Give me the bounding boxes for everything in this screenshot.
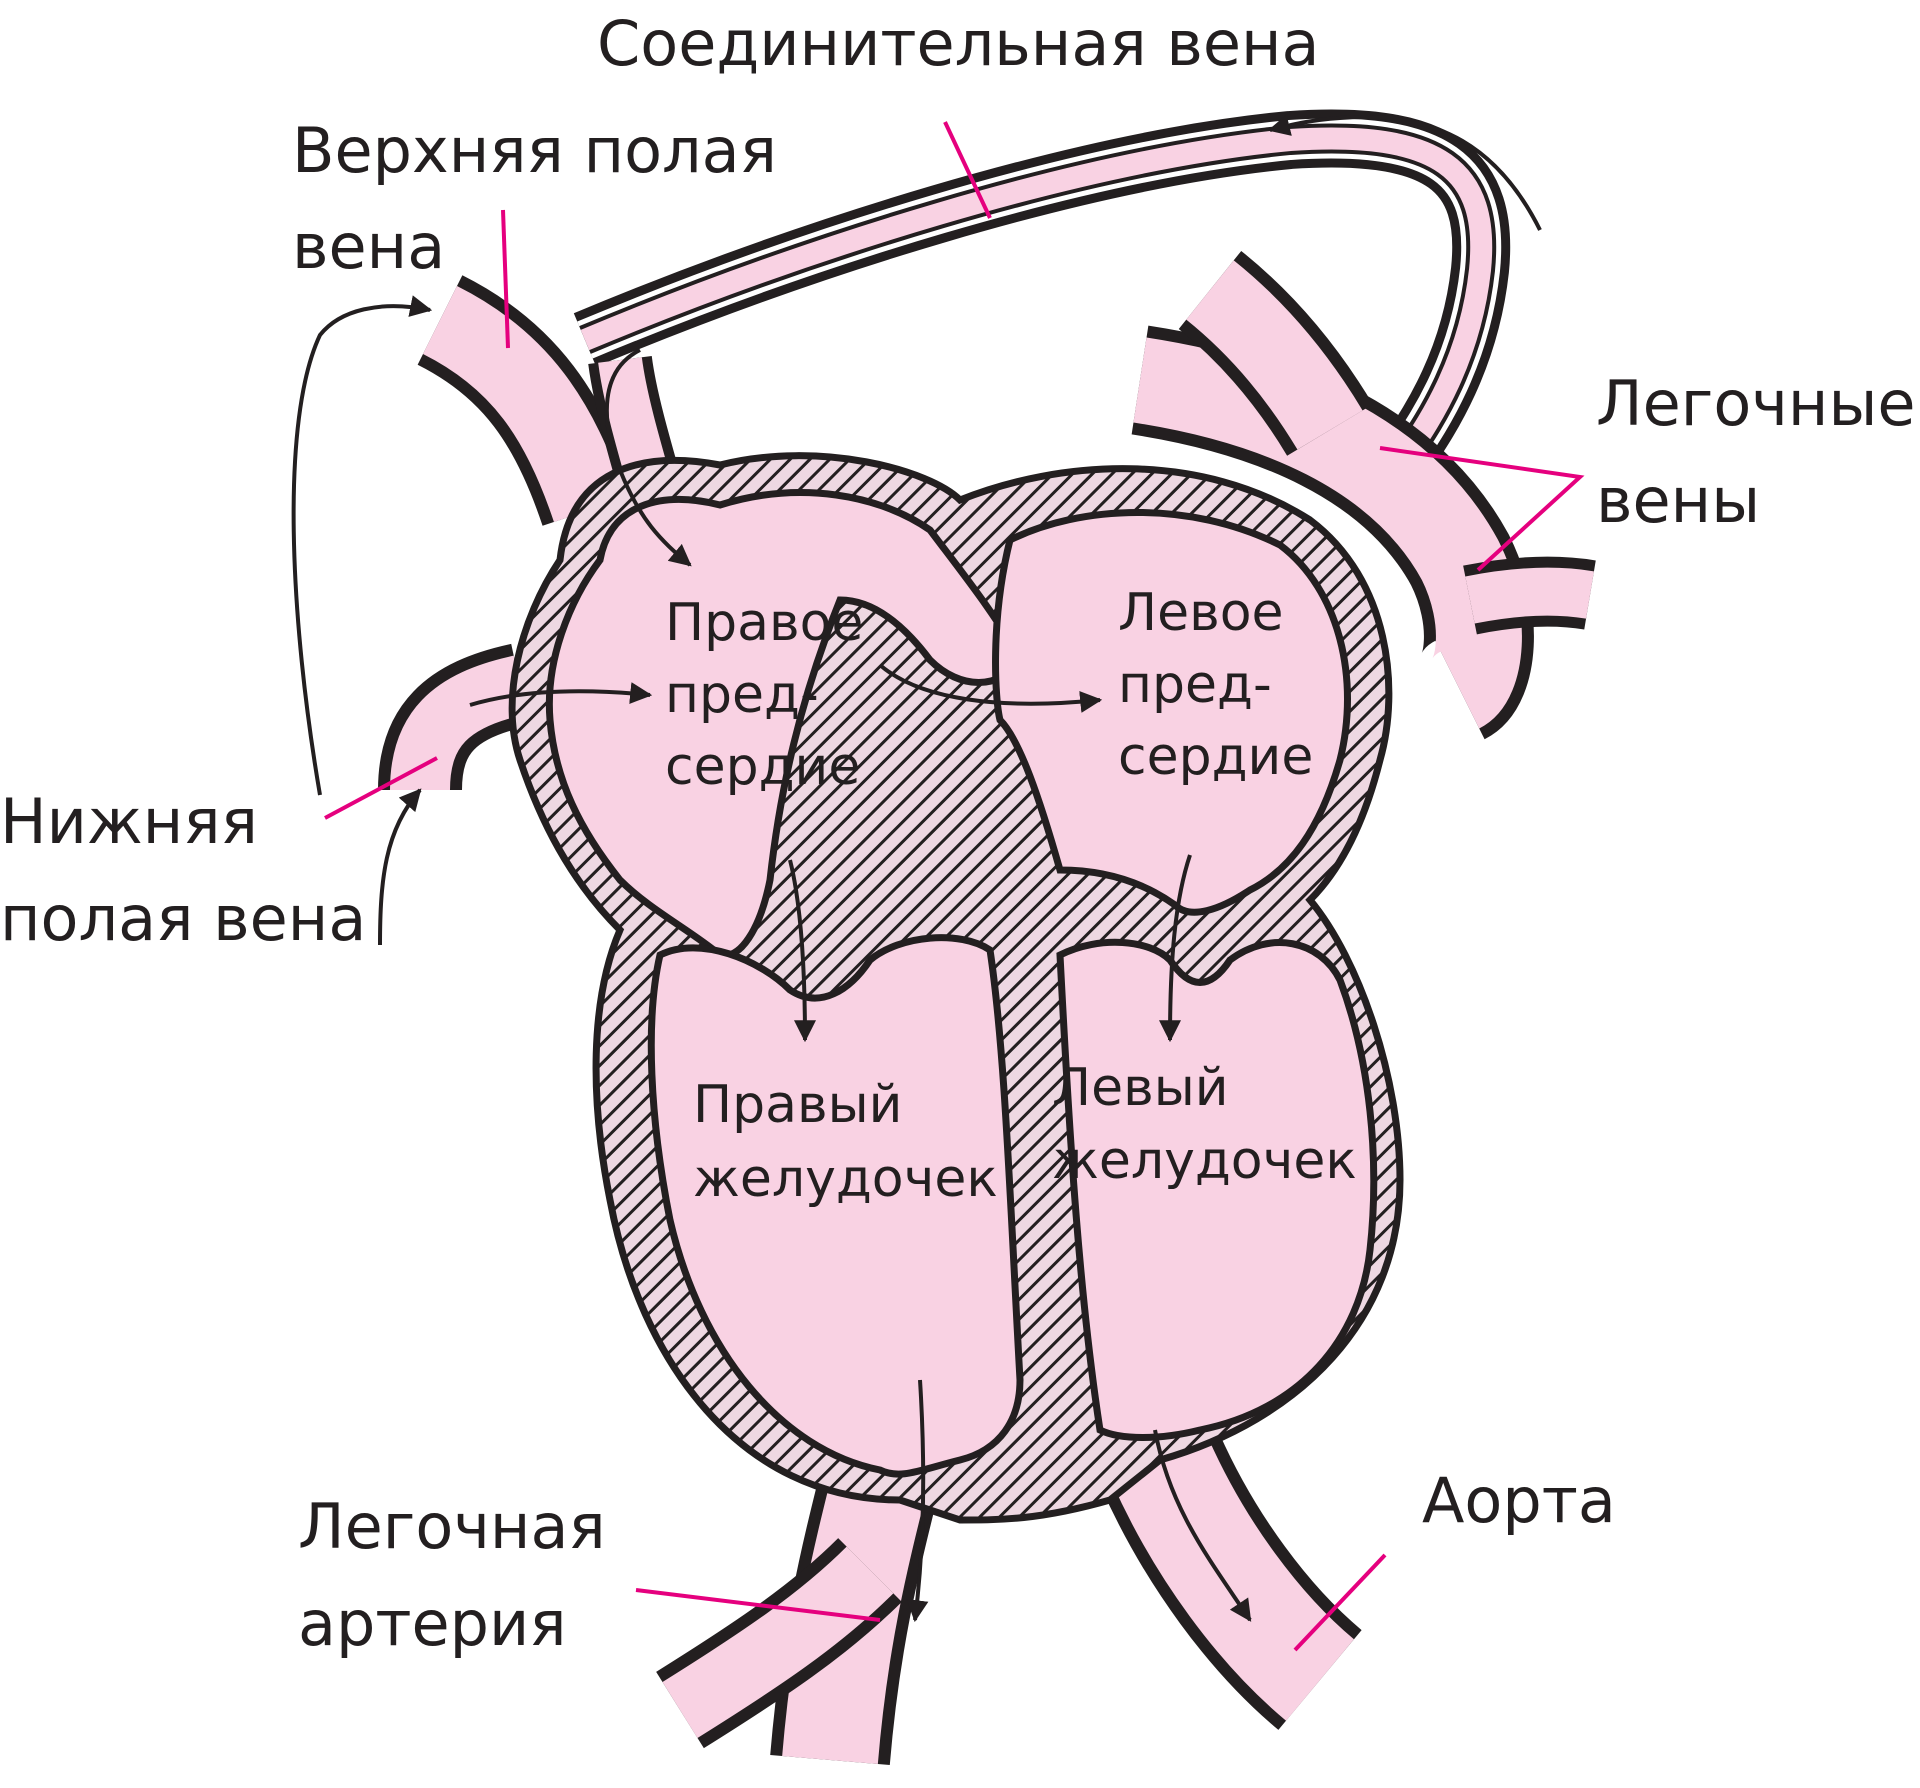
leader-pulmonary-artery (635, 1588, 881, 1622)
label-left-ventricle-line-2: желудочек (1052, 1131, 1357, 1191)
label-pulmonary-veins-line-1: Легочные (1596, 367, 1916, 440)
label-right-atrium-line-2: пред- (665, 665, 819, 725)
inferior-vena-cava (378, 643, 530, 792)
label-pulmonary-artery-line-2: артерия (298, 1587, 567, 1660)
leader-connecting-vein (943, 121, 992, 219)
label-svc-line-2: вена (292, 210, 445, 283)
left-ventricle-chamber (1056, 938, 1378, 1441)
leader-aorta (1293, 1553, 1387, 1652)
label-ivc-line-1: Нижняя (0, 785, 258, 858)
leader-svc (501, 209, 510, 349)
label-left-atrium-line-1: Левое (1118, 583, 1284, 643)
chambers (545, 489, 1378, 1478)
left-atrium-chamber (992, 509, 1351, 916)
label-connecting-vein: Соединительная вена (597, 7, 1320, 80)
vessels (378, 109, 1596, 1766)
label-pulmonary-veins-line-2: вены (1596, 464, 1760, 537)
label-aorta: Аорта (1422, 1464, 1616, 1537)
arrow-rv-to-pa (906, 1379, 929, 1623)
arrow-lv-to-aorta (1153, 1429, 1252, 1622)
connecting-vein (573, 109, 1511, 467)
arrow-la-to-lv (1159, 854, 1192, 1043)
arrow-to-svc (291, 295, 433, 796)
arrow-connecting-vein (1267, 114, 1542, 231)
label-left-atrium-line-3: сердие (1118, 727, 1313, 787)
pulmonary-artery-vessel (656, 1465, 939, 1766)
label-pulmonary-artery-line-1: Легочная (298, 1490, 606, 1563)
label-svc-line-1: Верхняя полая (292, 114, 777, 187)
right-atrium-chamber (545, 489, 1025, 959)
pulmonary-veins-vessel (1131, 250, 1596, 740)
arrow-ra-to-la (878, 663, 1103, 713)
arrow-svc-into-atrium (604, 348, 692, 567)
flow-arrows (291, 114, 1542, 1623)
right-ventricle-chamber (647, 934, 1024, 1478)
label-ivc-line-2: полая вена (0, 882, 366, 955)
label-right-ventricle-line-2: желудочек (693, 1149, 998, 1209)
leader-pulmonary-veins (1379, 446, 1585, 572)
leader-lines (324, 121, 1585, 1652)
label-right-atrium-line-3: сердие (665, 737, 860, 797)
arrow-ivc-up (378, 788, 422, 946)
label-left-ventricle-line-1: Левый (1052, 1058, 1229, 1118)
labels: Соединительная вена Верхняя полая вена Л… (0, 7, 1916, 1660)
arrow-ivc-into-atrium (469, 682, 653, 707)
label-right-atrium-line-1: Правое (665, 593, 863, 653)
label-left-atrium-line-2: пред- (1118, 655, 1272, 715)
arrow-ra-to-rv (788, 859, 816, 1043)
leader-ivc (324, 756, 438, 820)
label-right-ventricle-line-1: Правый (693, 1075, 902, 1135)
